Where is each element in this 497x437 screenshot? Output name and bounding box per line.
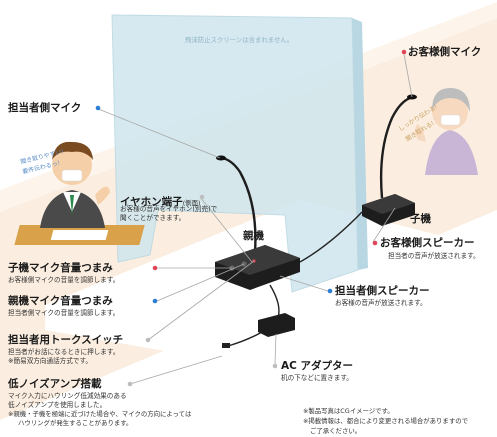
- noise-dot: [127, 381, 133, 387]
- customer-mic-label: お客様側マイク: [408, 46, 482, 58]
- earphone-suffix: (側面): [182, 199, 201, 207]
- talk-switch-desc-2: ※簡易双方向通話方式です。: [8, 357, 92, 365]
- earphone-callout: イヤホン端子(側面): [120, 191, 200, 209]
- screen-disclaimer: 飛沫防止スクリーンは含まれません。: [185, 36, 294, 44]
- main-unit-label: 親機: [243, 230, 264, 242]
- customer-speaker-title: お客様側スピーカー: [380, 237, 475, 249]
- staff-mic-label: 担当者側マイク: [8, 102, 82, 114]
- footnote-2: ※掲載情報は、都合により変更される場合がありますので: [303, 417, 468, 425]
- earphone-dot: [199, 194, 205, 200]
- noise-desc-4: ハウリングが発生することがあります。: [18, 419, 133, 427]
- footnote-3: ご了承ください。: [310, 427, 362, 435]
- sub-vol-desc: お客様側マイクの音量を調節します。: [8, 276, 120, 284]
- ac-adapter-title: AC アダプター: [281, 360, 353, 372]
- sub-unit-label: 子機: [410, 213, 431, 225]
- talk-switch-dot: [145, 337, 151, 343]
- main-vol-desc: 担当者側マイクの音量を調節します。: [8, 309, 120, 317]
- ac-adapter: [258, 313, 295, 337]
- noise-desc-2: 低ノイズアンプを使用しました。: [8, 401, 107, 409]
- noise-title: 低ノイズアンプ搭載: [8, 378, 102, 390]
- main-vol-dot: [152, 298, 158, 304]
- leader-lines: [95, 53, 413, 385]
- staff-speaker-title: 担当者側スピーカー: [335, 285, 430, 297]
- earphone-desc-1: お客様の音声をイヤホン(別売)で: [120, 205, 218, 213]
- staff-speaker-dot: [327, 288, 333, 294]
- staff-mic-gooseneck: [221, 156, 257, 253]
- ac-dot: [272, 363, 278, 369]
- noise-desc-3: ※親機・子機を極端に近づけた場合や、マイクの方向によっては: [8, 410, 192, 418]
- sub-vol-dot: [152, 265, 158, 271]
- sub-vol-title: 子機マイク音量つまみ: [8, 262, 113, 274]
- earphone-title: イヤホン端子: [120, 196, 183, 208]
- unit-link-cable: [299, 211, 363, 263]
- customer-illustration: [415, 88, 478, 175]
- main-vol-title: 親機マイク音量つまみ: [8, 295, 113, 307]
- footnote-1: ※製品写真はCGイメージです。: [303, 407, 394, 415]
- customer-speaker-dot: [372, 240, 378, 246]
- customer-speaker-desc: 担当者の音声が放送されます。: [388, 252, 480, 260]
- noise-desc-1: マイク入力にハウリング低減効果のある: [8, 392, 127, 400]
- customer-mic-gooseneck: [379, 96, 411, 199]
- ac-adapter-desc: 机の下などに置きます。: [281, 374, 353, 382]
- talk-switch-desc-1: 担当者がお話になるときに押します。: [8, 348, 120, 356]
- talk-switch-title: 担当者用トークスイッチ: [8, 334, 124, 346]
- earphone-desc-2: 聞くことができます。: [120, 214, 186, 222]
- staff-illustration: [14, 141, 145, 245]
- customer-mic-dot: [401, 49, 407, 55]
- staff-speaker-desc: お客様の音声が放送されます。: [335, 299, 427, 307]
- counter-surface: [45, 200, 497, 380]
- staff-mic-dot: [95, 105, 101, 111]
- staff-mic-head: [216, 155, 226, 161]
